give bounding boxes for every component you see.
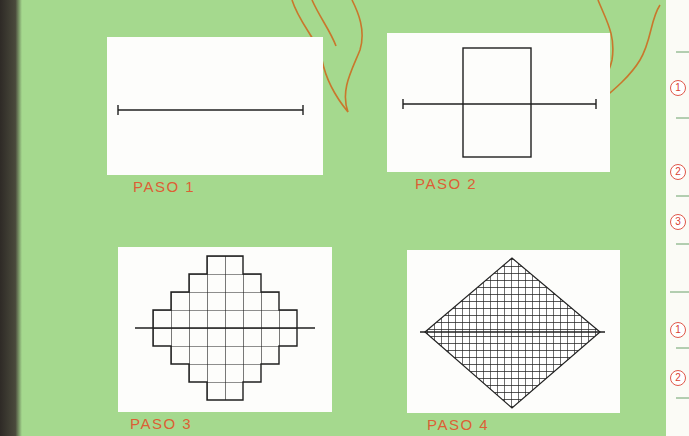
callout-number: 1 — [670, 80, 686, 96]
step1-line — [118, 105, 303, 115]
callout-number: 2 — [670, 164, 686, 180]
paper-sheet — [107, 37, 323, 175]
paper-sheet — [118, 247, 332, 412]
step-label: PASO 2 — [415, 176, 477, 193]
notes-scribbles — [670, 52, 689, 398]
step-paper: PASO 3 — [118, 247, 332, 412]
step4-diamond-grid — [420, 258, 605, 408]
step-paper: PASO 1 — [107, 37, 323, 175]
callout-number: 1 — [670, 322, 686, 338]
step-paper: PASO 2 — [387, 33, 610, 172]
dark-edge — [0, 0, 22, 436]
step2-rectangle — [403, 48, 596, 157]
notes-sheet — [666, 0, 689, 436]
step-label: PASO 3 — [130, 416, 192, 433]
step-label: PASO 4 — [427, 417, 489, 434]
callout-number: 2 — [670, 370, 686, 386]
paper-sheet — [407, 250, 620, 413]
callout-number: 3 — [670, 214, 686, 230]
step3-grid — [135, 256, 315, 400]
step-paper: PASO 4 — [407, 250, 620, 413]
step-label: PASO 1 — [133, 179, 195, 196]
paper-sheet — [387, 33, 610, 172]
